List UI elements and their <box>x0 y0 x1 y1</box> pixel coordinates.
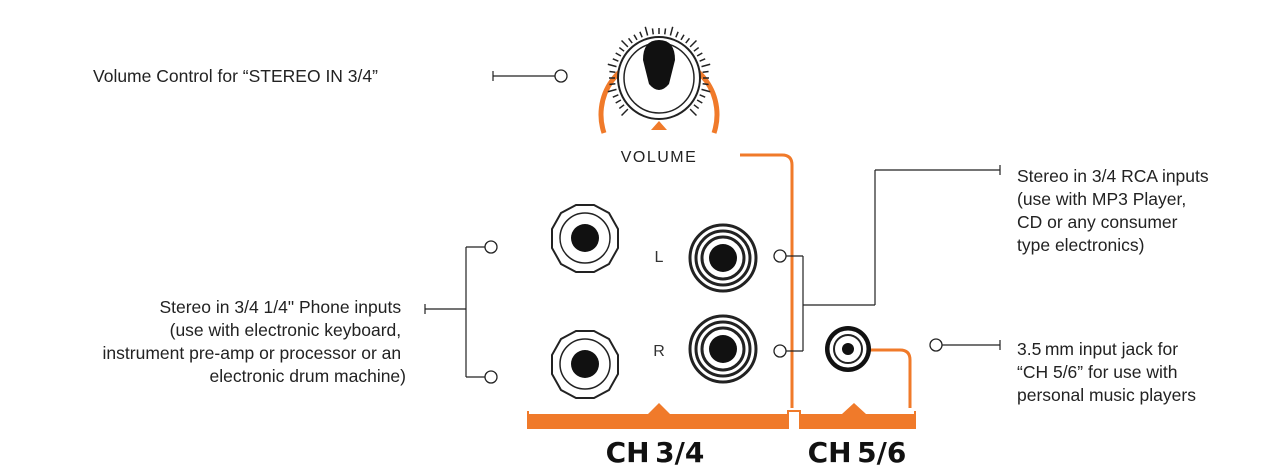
knob-tick <box>615 99 622 104</box>
knob-tick <box>669 26 674 36</box>
knob-tick <box>680 34 685 41</box>
knob-tick <box>607 63 617 68</box>
rca-inputs-line-1: Stereo in 3/4 RCA inputs <box>1017 166 1209 186</box>
knob-tick <box>609 82 616 86</box>
volume-callout-dot <box>554 69 568 83</box>
knob-tick-marks <box>607 26 711 117</box>
rca-inputs-callout-text: Stereo in 3/4 RCA inputs (use with MP3 P… <box>1017 166 1214 255</box>
phone-inputs-callout-text: Stereo in 3/4 1/4" Phone inputs (use wit… <box>103 297 406 386</box>
mini-jack-line-3: personal music players <box>1017 385 1196 405</box>
phone-inputs-line-4: electronic drum machine) <box>210 366 406 386</box>
mini-jack-3-5mm <box>825 326 871 372</box>
phone-jack-right <box>551 330 619 399</box>
left-channel-label: L <box>655 249 664 266</box>
phone-inputs-line-2: (use with electronic keyboard, <box>170 320 402 340</box>
mini-jack-line-2: “CH 5/6” for use with <box>1017 362 1177 382</box>
knob-tick <box>689 108 698 117</box>
ch56-bracket <box>800 403 915 428</box>
knob-tick <box>702 82 709 86</box>
knob-tick <box>685 37 691 44</box>
knob-tick <box>696 99 703 104</box>
knob-tick <box>693 46 700 52</box>
knob-tick <box>699 58 706 62</box>
knob-pointer <box>643 40 675 90</box>
right-channel-label: R <box>653 343 665 360</box>
knob-tick <box>612 58 619 62</box>
rca-inputs-line-4: type electronics) <box>1017 235 1144 255</box>
mini-jack-callout-dot <box>929 338 943 352</box>
knob-tick <box>639 31 643 38</box>
knob-tick <box>702 70 709 74</box>
ch34-bracket <box>528 403 788 428</box>
knob-tick <box>693 104 700 110</box>
knob-tick <box>675 31 679 38</box>
knob-tick <box>609 70 616 74</box>
phone-jack-left <box>551 204 619 273</box>
knob-indicator-triangle <box>651 121 667 130</box>
knob-tick <box>696 52 703 57</box>
knob-tick <box>612 94 619 98</box>
mini-jack-line-1: 3.5 mm input jack for <box>1017 339 1178 359</box>
knob-tick <box>620 39 629 48</box>
knob-tick <box>615 52 622 57</box>
phone-inputs-line-3: instrument pre-amp or processor or an <box>103 343 402 363</box>
volume-knob <box>598 26 720 134</box>
volume-label: VOLUME <box>621 149 698 166</box>
knob-tick <box>618 46 625 52</box>
ch56-connector-line <box>866 348 912 408</box>
mini-jack-callout-text: 3.5 mm input jack for “CH 5/6” for use w… <box>1017 339 1196 405</box>
rca-inputs-line-3: CD or any consumer <box>1017 212 1178 232</box>
rca-callout-dot-bottom <box>773 344 787 358</box>
knob-tick <box>651 28 655 35</box>
rca-callout-dot-top <box>773 249 787 263</box>
knob-tick <box>663 28 667 35</box>
phone-callout-dot-bottom <box>484 370 498 384</box>
knob-tick <box>699 94 706 98</box>
knob-tick <box>620 108 629 117</box>
knob-tick <box>701 63 711 68</box>
ch34-divider-line <box>740 153 794 408</box>
knob-tick <box>618 104 625 110</box>
rca-inputs-line-2: (use with MP3 Player, <box>1017 189 1186 209</box>
knob-tick <box>689 39 698 48</box>
ch56-label: CH 5/6 <box>808 436 907 467</box>
knob-tick <box>644 26 649 36</box>
phone-inputs-line-1: Stereo in 3/4 1/4" Phone inputs <box>159 297 401 317</box>
phone-callout-dot-top <box>484 240 498 254</box>
ch34-label: CH 3/4 <box>606 436 705 467</box>
rca-jack-right <box>688 314 758 384</box>
rca-jack-left <box>688 223 758 293</box>
knob-tick <box>633 34 638 41</box>
knob-tick <box>627 37 633 44</box>
knob-tick <box>701 88 711 93</box>
volume-callout-text: Volume Control for “STEREO IN 3/4” <box>93 66 378 86</box>
knob-tick <box>607 88 617 93</box>
